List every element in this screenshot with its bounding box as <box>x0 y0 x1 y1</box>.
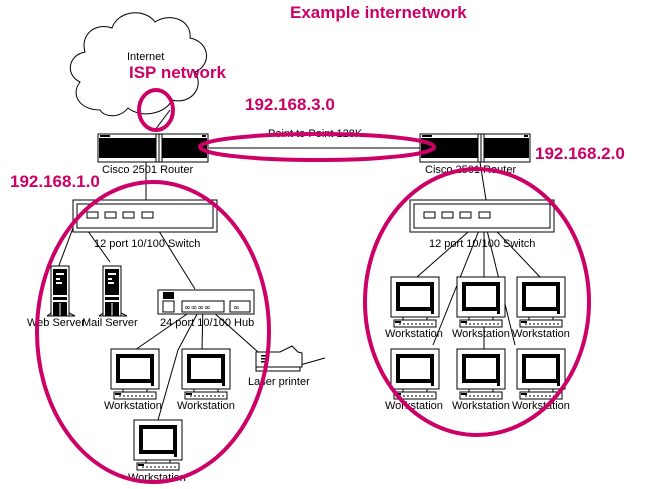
workstation-label: Workstation <box>177 400 235 412</box>
left-router-icon <box>97 133 209 163</box>
workstation-label: Workstation <box>452 328 510 340</box>
right-workstation-icon <box>390 348 440 400</box>
isp-network-label: ISP network <box>129 63 227 82</box>
left-lan-oval <box>35 180 271 484</box>
right-workstation-icon <box>456 348 506 400</box>
workstation-label: Workstation <box>104 400 162 412</box>
internet-cloud-icon <box>70 12 207 117</box>
right-workstation-icon <box>516 276 566 328</box>
hub-icon: ∞∞∞∞ ∞ <box>157 289 255 315</box>
left-workstation-icon <box>133 419 183 471</box>
left-workstation-icon <box>181 348 231 400</box>
workstation-label: Workstation <box>512 400 570 412</box>
workstation-label: Workstation <box>512 328 570 340</box>
isp-highlight-oval <box>137 88 175 132</box>
mail-server-icon <box>98 265 128 317</box>
right-switch-label: 12 port 10/100 Switch <box>429 238 535 250</box>
web-server-icon <box>46 265 76 317</box>
right-router-icon <box>419 133 531 163</box>
workstation-label: Workstation <box>385 400 443 412</box>
wan-network-address: 192.168.3.0 <box>245 95 335 114</box>
laser-printer-icon <box>255 345 303 372</box>
cloud-label: Internet <box>127 51 164 63</box>
printer-label: Laser printer <box>248 376 310 388</box>
hub-label: 24 port 10/100 Hub <box>160 317 254 329</box>
highlight-ovals <box>35 88 591 484</box>
left-router-label: Cisco 2501 Router <box>102 164 193 176</box>
right-lan-oval <box>363 167 591 437</box>
right-workstation-icon <box>390 276 440 328</box>
svg-text:∞∞∞∞: ∞∞∞∞ <box>184 303 211 312</box>
left-workstation-icon <box>110 348 160 400</box>
workstation-label: Workstation <box>452 400 510 412</box>
svg-text:∞: ∞ <box>233 303 240 312</box>
workstation-label: Workstation <box>385 328 443 340</box>
wan-highlight-oval <box>198 132 436 162</box>
left-switch-label: 12 port 10/100 Switch <box>94 238 200 250</box>
right-network-address: 192.168.2.0 <box>535 144 625 163</box>
mail-server-label: Mail Server <box>82 317 138 329</box>
web-server-label: Web Server <box>27 317 85 329</box>
right-workstation-icon <box>456 276 506 328</box>
left-network-address: 192.168.1.0 <box>10 172 100 191</box>
right-switch-icon <box>409 199 555 233</box>
diagram-title: Example internetwork <box>290 3 467 22</box>
